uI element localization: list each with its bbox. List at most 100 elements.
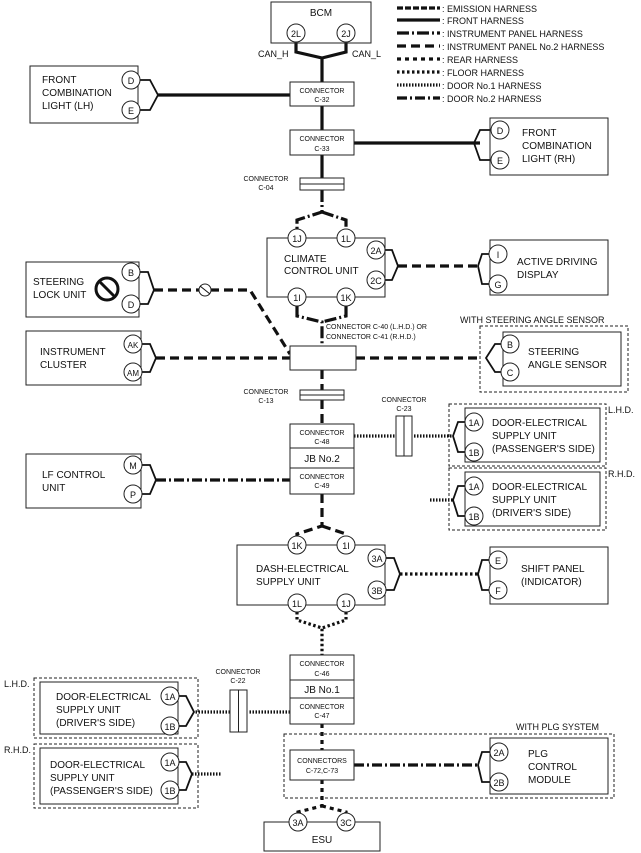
c49-label-2: C-49 <box>314 483 329 490</box>
wire-climate-1k <box>321 306 348 324</box>
c32-label-1: CONNECTOR <box>300 88 345 95</box>
steering-angle-pin-b-label: B <box>507 340 513 350</box>
c04-label-1: CONNECTOR <box>244 176 289 183</box>
c13-label-1: CONNECTOR <box>244 389 289 396</box>
c46-label-1: CONNECTOR <box>300 661 345 668</box>
door-supply-passenger-upper: DOOR-ELECTRICAL SUPPLY UNIT (PASSENGER'S… <box>464 407 601 463</box>
lf-control-label-2: UNIT <box>42 483 65 494</box>
esu-label: ESU <box>312 835 333 846</box>
c72-label-2: C-72,C-73 <box>306 768 338 775</box>
c22-label-2: C-22 <box>230 678 245 685</box>
steering-angle-pin-b <box>500 334 520 354</box>
active-display-pin-i <box>488 244 508 264</box>
door-pass-lower-pin-1a <box>160 752 180 772</box>
steering-lock-pin-b-label: B <box>128 268 134 278</box>
rhd-frame-lower <box>33 743 199 809</box>
connector-c33: CONNECTOR C-33 <box>289 129 355 156</box>
door-drv-lower-pin-1b-label: 1B <box>164 722 175 732</box>
dash-pin-3a-label: 3A <box>371 554 382 564</box>
plg-label-2: CONTROL <box>528 762 577 773</box>
climate-pin-1i <box>287 287 307 307</box>
front-rh-label-2: COMBINATION <box>522 141 592 152</box>
connector-c72-c73: CONNECTORS C-72,C-73 <box>289 749 355 781</box>
c72-label-1: CONNECTORS <box>297 758 347 765</box>
esu-pin-3c-label: 3C <box>340 818 352 828</box>
optional-plg-frame <box>283 733 615 799</box>
dash-pin-1l-label: 1L <box>292 599 302 609</box>
legend-label-ip: : INSTRUMENT PANEL HARNESS <box>442 29 583 39</box>
dash-electrical-supply-unit: DASH-ELECTRICAL SUPPLY UNIT 1K 1I 3A 3B … <box>236 535 387 613</box>
dash-supply-label-2: SUPPLY UNIT <box>256 577 321 588</box>
shift-panel-pin-e-label: E <box>495 556 501 566</box>
lf-control-pin-p-label: P <box>130 490 136 500</box>
steering-angle-pin-c <box>500 362 520 382</box>
dash-pin-3b-label: 3B <box>371 586 382 596</box>
connector-c40-c41: CONNECTOR C-40 (L.H.D.) OR CONNECTOR C-4… <box>289 324 427 371</box>
connector-c13: CONNECTOR C-13 <box>244 389 345 405</box>
connector-c32: CONNECTOR C-32 <box>289 81 355 107</box>
dash-pin-1i <box>336 535 356 555</box>
rhd-frame-upper <box>448 467 607 531</box>
door-drv-lower-pin-1a-label: 1A <box>164 692 175 702</box>
cluster-pin-am-label: AM <box>127 369 139 378</box>
door-pass-lower-pin-1b-label: 1B <box>164 786 175 796</box>
climate-pin-1j-label: 1J <box>292 234 302 244</box>
wires <box>140 38 503 814</box>
with-plg-label: WITH PLG SYSTEM <box>516 722 599 732</box>
shift-panel-pin-e <box>488 550 508 570</box>
cluster-pin-ak <box>123 334 143 354</box>
legend-label-emission: : EMISSION HARNESS <box>442 4 537 14</box>
plg-pin-2a <box>489 742 509 762</box>
lf-control-pin-m <box>123 455 143 475</box>
lead-active-display <box>477 253 490 285</box>
front-lh-label-2: COMBINATION <box>42 88 112 99</box>
shift-panel-pin-f-label: F <box>495 586 501 596</box>
lf-control-pin-p <box>123 484 143 504</box>
door-supply-driver-lower: DOOR-ELECTRICAL SUPPLY UNIT (DRIVER'S SI… <box>39 681 180 736</box>
wire-esu-3a <box>296 780 324 814</box>
legend-label-door1: : DOOR No.1 HARNESS <box>442 81 542 91</box>
dash-pin-3b <box>367 580 387 600</box>
climate-pin-1i-label: 1I <box>293 293 301 303</box>
lf-control-label-1: LF CONTROL <box>42 470 106 481</box>
front-rh-label-1: FRONT <box>522 128 556 139</box>
door-pass-upper-label-1: DOOR-ELECTRICAL <box>492 418 587 429</box>
c22-label-1: CONNECTOR <box>216 669 261 676</box>
junction-block-1: CONNECTOR C-46 JB No.1 CONNECTOR C-47 <box>289 654 355 725</box>
front-rh-pin-d <box>490 120 510 140</box>
jb1-label: JB No.1 <box>304 685 340 696</box>
door-drv-upper-label-3: (DRIVER'S SIDE) <box>492 508 571 519</box>
junction-block-2: CONNECTOR C-48 JB No.2 CONNECTOR C-49 <box>289 423 355 495</box>
jb2-label: JB No.2 <box>304 454 340 465</box>
c40-label-2: CONNECTOR C-41 (R.H.D.) <box>326 334 416 341</box>
lead-door-pass-lower <box>178 761 193 791</box>
front-combination-light-rh: FRONT COMBINATION LIGHT (RH) D E <box>489 117 609 176</box>
climate-control-unit: CLIMATE CONTROL UNIT 1J 1L 2A 2C 1I 1K <box>266 228 386 307</box>
climate-pin-2c <box>366 270 386 290</box>
wire-dash-1k <box>295 494 324 543</box>
bcm-pin-2j <box>336 23 356 43</box>
wire-climate-1j <box>295 190 324 229</box>
legend-label-door2: : DOOR No.2 HARNESS <box>442 94 542 104</box>
dash-supply-label-1: DASH-ELECTRICAL <box>256 564 349 575</box>
lead-front-lh <box>140 79 160 111</box>
instrument-cluster: INSTRUMENT CLUSTER AK AM <box>25 330 143 386</box>
c46-label-2: C-46 <box>314 671 329 678</box>
steering-angle-label-2: ANGLE SENSOR <box>528 360 607 371</box>
c33-label-1: CONNECTOR <box>300 136 345 143</box>
door-pass-upper-label-3: (PASSENGER'S SIDE) <box>492 444 595 455</box>
c47-label-2: C-47 <box>314 713 329 720</box>
wire-climate-1l <box>321 210 348 229</box>
front-lh-label-1: FRONT <box>42 75 76 86</box>
lead-plg <box>477 751 490 783</box>
active-display-pin-g-label: G <box>494 280 501 290</box>
front-rh-pin-e <box>490 150 510 170</box>
splice-mark <box>199 285 211 295</box>
climate-label-1: CLIMATE <box>284 254 327 265</box>
steering-lock-label-2: LOCK UNIT <box>33 290 86 301</box>
door-drv-lower-pin-1b <box>160 716 180 736</box>
esu-pin-3c <box>336 812 356 832</box>
active-display-label-1: ACTIVE DRIVING <box>517 257 598 268</box>
dash-pin-1j <box>336 593 356 613</box>
rhd-label-upper: R.H.D. <box>608 469 635 479</box>
